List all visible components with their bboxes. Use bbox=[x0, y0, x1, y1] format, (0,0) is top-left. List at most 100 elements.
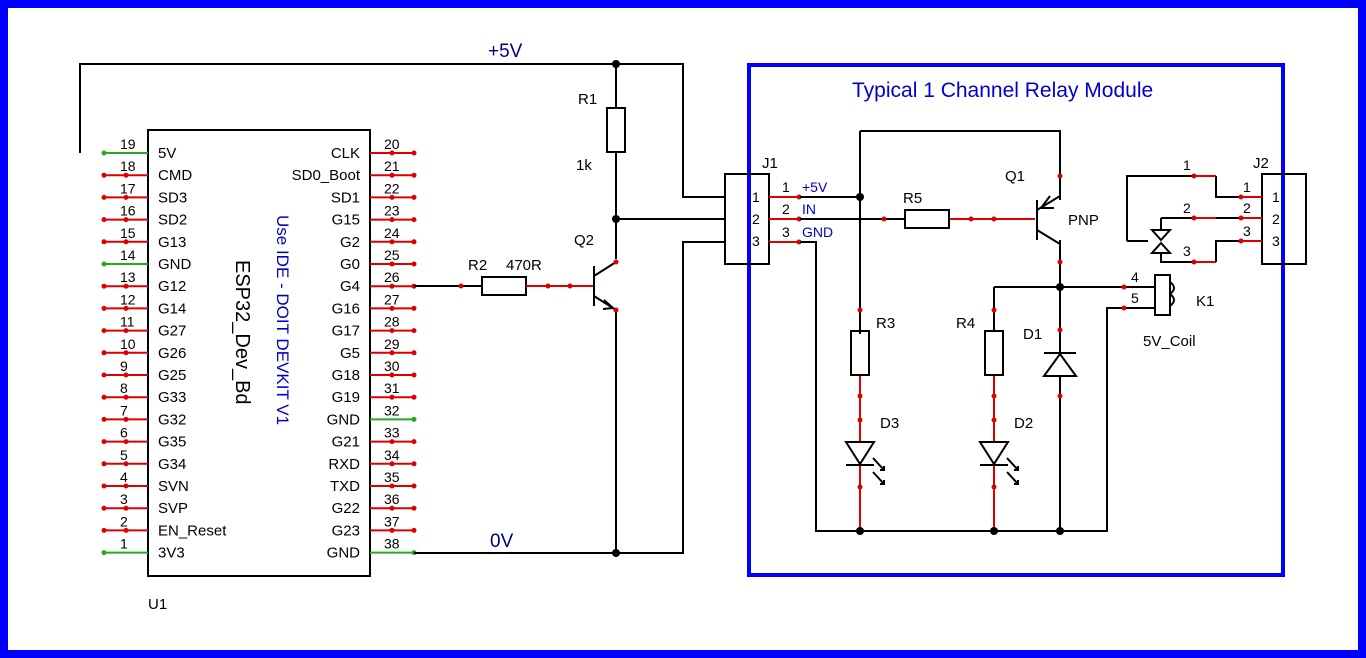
u1-pin-label: RXD bbox=[328, 456, 360, 473]
u1-pin-number: 10 bbox=[120, 336, 136, 352]
u1-pin-label: G22 bbox=[332, 500, 360, 517]
u1-pin-number: 11 bbox=[120, 314, 135, 330]
u1-pin-label: CLK bbox=[331, 145, 360, 162]
u1-pin-number: 7 bbox=[120, 402, 128, 418]
u1-pin-label: 3V3 bbox=[158, 545, 185, 562]
u1-pin-number: 26 bbox=[384, 269, 400, 285]
j1-inner-3: 3 bbox=[782, 224, 790, 240]
r2-resistor: R2 470R bbox=[414, 257, 594, 296]
u1-pin-label: G19 bbox=[332, 389, 360, 406]
r3-ref: R3 bbox=[876, 315, 895, 332]
u1-pin-number: 18 bbox=[120, 158, 136, 174]
r1-ref: R1 bbox=[578, 91, 597, 108]
u1-ref: U1 bbox=[148, 596, 167, 613]
u1-pin-label: CMD bbox=[158, 167, 192, 184]
u1-note: Use IDE - DOIT DEVKIT V1 bbox=[273, 215, 292, 425]
u1-pin-number: 20 bbox=[384, 136, 400, 152]
j1-connector: 1 2 3 J1 1 2 3 +5V IN GND bbox=[724, 155, 833, 265]
j2-pin3-outer: 3 bbox=[1243, 223, 1251, 239]
r3-resistor: R3 bbox=[850, 315, 895, 376]
q1-ref: Q1 bbox=[1005, 168, 1025, 185]
k1-relay: 4 5 K1 5V_Coil 1 2 3 bbox=[1121, 157, 1240, 350]
u1-pin-label: G4 bbox=[340, 278, 360, 295]
k1-pin5: 5 bbox=[1131, 290, 1139, 306]
u1-pin-number: 33 bbox=[384, 425, 400, 441]
u1-pin-label: GND bbox=[327, 545, 361, 562]
module-border bbox=[747, 63, 1285, 577]
u1-pin-label: G35 bbox=[158, 434, 186, 451]
j1-pin3-num: 3 bbox=[752, 233, 760, 249]
r2-ref: R2 bbox=[468, 257, 487, 274]
u1-pin-label: TXD bbox=[330, 478, 360, 495]
j2-ref: J2 bbox=[1253, 155, 1269, 172]
u1-pin-number: 27 bbox=[384, 291, 400, 307]
u1-pin-label: G33 bbox=[158, 389, 186, 406]
j1-ref: J1 bbox=[762, 155, 778, 172]
j2-pin2-outer: 2 bbox=[1243, 200, 1251, 216]
j2-pin2-num: 2 bbox=[1272, 211, 1280, 227]
u1-name: ESP32_Dev_Bd bbox=[231, 260, 253, 405]
k1-pin1: 1 bbox=[1183, 157, 1191, 173]
k1-ref: K1 bbox=[1196, 293, 1214, 310]
u1-pin-number: 12 bbox=[120, 291, 136, 307]
u1-pin-label: G27 bbox=[158, 323, 186, 340]
u1-pin-number: 30 bbox=[384, 358, 400, 374]
u1-pin-number: 35 bbox=[384, 469, 400, 485]
r5-ref: R5 bbox=[903, 190, 922, 207]
u1-pin-number: 9 bbox=[120, 358, 128, 374]
k1-pin4: 4 bbox=[1131, 269, 1139, 285]
u1-pin-number: 5 bbox=[120, 447, 128, 463]
j1-pin1-num: 1 bbox=[752, 189, 760, 205]
j1-inner-2: 2 bbox=[782, 201, 790, 217]
q1-type: PNP bbox=[1068, 212, 1099, 229]
u1-pin-number: 19 bbox=[120, 136, 136, 152]
u1-pin-number: 25 bbox=[384, 247, 400, 263]
d1-diode: D1 bbox=[1023, 326, 1078, 377]
j2-connector: 1 2 3 1 2 3 J2 bbox=[1238, 155, 1307, 265]
u1-pin-number: 24 bbox=[384, 225, 400, 241]
u1-pin-label: G15 bbox=[332, 212, 360, 229]
u1-pin-number: 28 bbox=[384, 314, 400, 330]
u1-pin-number: 8 bbox=[120, 380, 128, 396]
j1-inner-1: 1 bbox=[782, 179, 790, 195]
u1-pin-number: 16 bbox=[120, 203, 136, 219]
k1-value: 5V_Coil bbox=[1143, 333, 1196, 350]
k1-pin3: 3 bbox=[1183, 243, 1191, 259]
r5-resistor: R5 bbox=[903, 190, 950, 229]
u1-pin-number: 15 bbox=[120, 225, 136, 241]
u1-pin-2: 2EN_Reset bbox=[101, 513, 227, 539]
module-title: Typical 1 Channel Relay Module bbox=[852, 79, 1153, 102]
u1-left-pins: 195V18CMD17SD316SD215G1314GND13G1212G141… bbox=[101, 136, 227, 562]
u1-pin-label: SD2 bbox=[158, 212, 187, 229]
u1-pin-label: G16 bbox=[332, 300, 360, 317]
j2-pin3-num: 3 bbox=[1272, 233, 1280, 249]
r4-resistor: R4 bbox=[956, 315, 1004, 376]
u1-pin-label: G17 bbox=[332, 323, 360, 340]
j1-signal-in: IN bbox=[802, 201, 816, 217]
u1-pin-label: G34 bbox=[158, 456, 186, 473]
d2-ref: D2 bbox=[1014, 415, 1033, 432]
u1-pin-number: 21 bbox=[384, 158, 400, 174]
